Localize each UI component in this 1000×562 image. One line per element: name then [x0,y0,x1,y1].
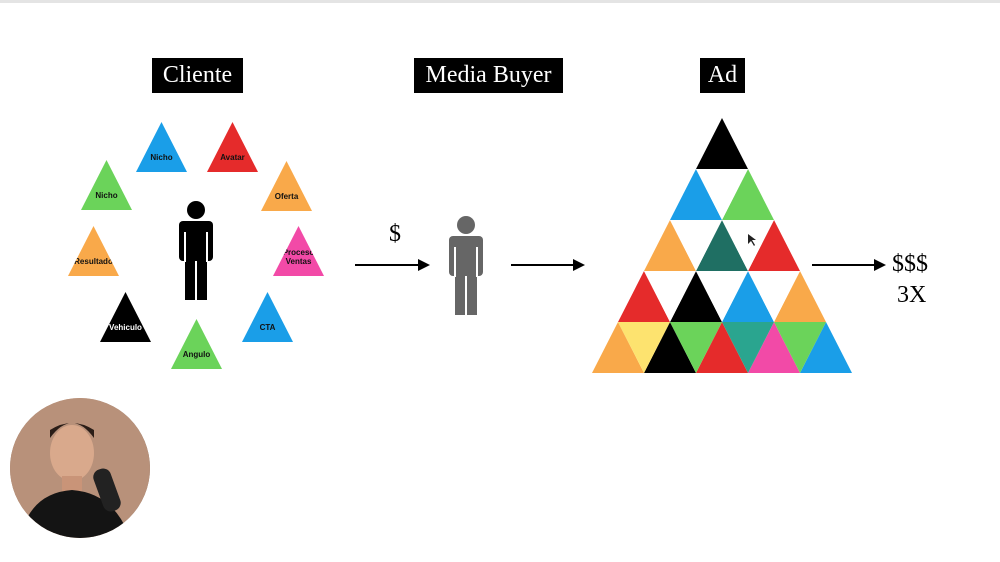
cliente-triangle-label: Proceso Ventas [282,248,315,266]
arrow-right-icon [812,259,886,271]
cliente-triangle-label: Nicho [95,191,118,200]
cliente-triangle-label: Angulo [182,350,211,359]
pyramid-up-triangle [670,169,722,220]
pyramid-up-triangle [592,322,644,373]
pyramid-down-triangle [722,322,774,373]
pyramid-up-triangle [800,322,852,373]
pyramid-down-triangle [670,220,722,271]
pyramid-down-triangle [748,271,800,322]
cliente-triangle-label: Oferta [274,192,299,201]
pyramid-up-triangle [774,271,826,322]
client-person-icon [179,201,213,300]
pyramid-up-triangle [644,220,696,271]
pyramid-up-triangle [696,322,748,373]
cliente-triangle-label: Avatar [220,153,245,162]
multiplier-label: 3X [897,282,927,308]
pyramid-down-triangle [722,220,774,271]
header-ad: Ad [700,58,745,93]
cliente-triangle-label: Vehiculo [109,323,142,332]
pyramid-up-triangle [748,220,800,271]
pyramid-up-triangle [722,271,774,322]
top-bar [0,0,1000,3]
pyramid-up-triangle [696,118,748,169]
output-money-label: $$$ [892,251,928,277]
pyramid-down-triangle [696,271,748,322]
pyramid-up-triangle [670,271,722,322]
header-media-buyer: Media Buyer [414,58,563,93]
media-buyer-person-icon [449,216,483,315]
pyramid-down-triangle [618,322,670,373]
pyramid-up-triangle [748,322,800,373]
pyramid-down-triangle [670,322,722,373]
pyramid-up-triangle [722,169,774,220]
pyramid-down-triangle [696,169,748,220]
webcam-overlay [10,398,150,538]
cliente-triangle-label: Resultado [74,257,113,266]
cliente-triangle-label: Nicho [150,153,173,162]
arrow-right-icon [355,259,430,271]
pyramid-up-triangle [644,322,696,373]
arrow-right-icon [511,259,585,271]
pyramid-down-triangle [644,271,696,322]
pyramid-up-triangle [618,271,670,322]
input-money-label: $ [389,221,401,247]
mouse-cursor-icon [748,234,756,246]
header-cliente: Cliente [152,58,243,93]
pyramid-down-triangle [774,322,826,373]
pyramid-up-triangle [696,220,748,271]
cliente-triangle-label: CTA [259,323,276,332]
presenter-video [10,398,150,538]
